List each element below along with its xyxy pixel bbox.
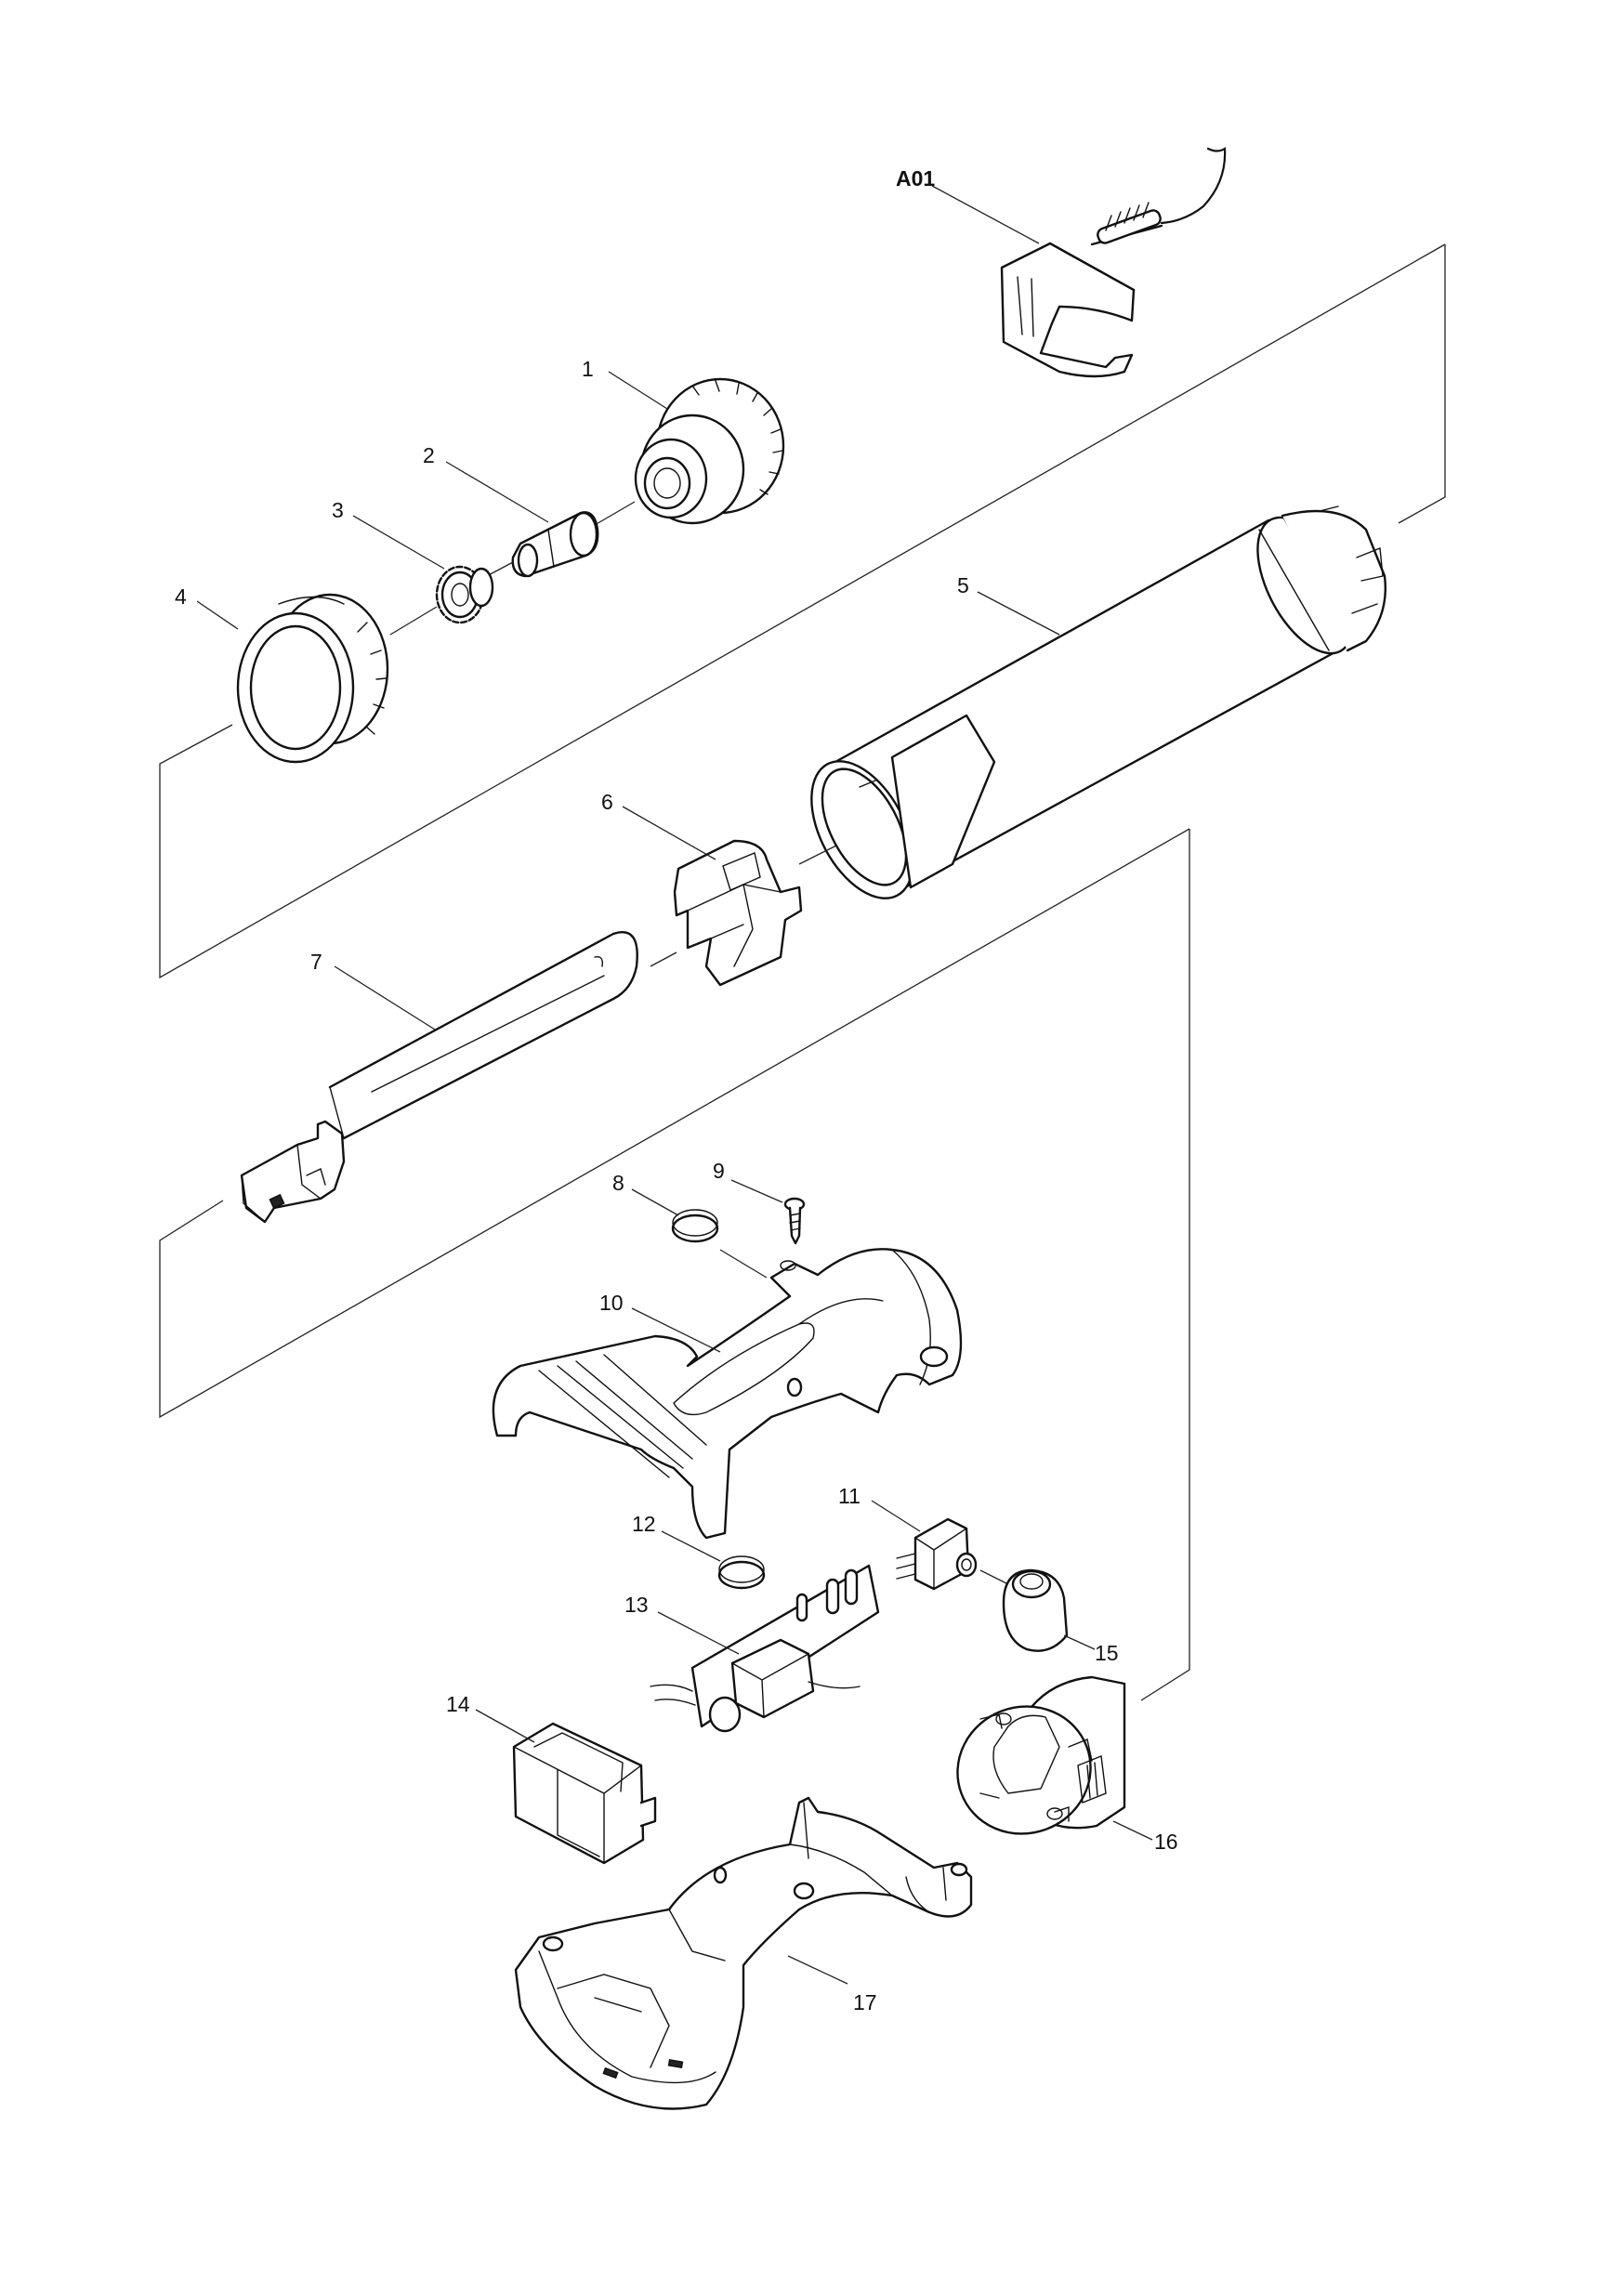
part-13-circuit-board (650, 1564, 880, 1733)
part-9-screw (783, 1197, 806, 1245)
leader-11 (871, 1500, 921, 1532)
callout-11: 11 (838, 1484, 861, 1508)
connector-5-6 (798, 845, 837, 865)
part-1-cap-nut (634, 377, 785, 525)
part-6-piston-block (673, 839, 803, 987)
connector-11-15 (979, 1569, 1009, 1585)
part-12-spring-ring (717, 1555, 766, 1590)
connector-8-10 (719, 1249, 768, 1279)
callout-16: 16 (1154, 1830, 1178, 1854)
connector-6-7 (650, 951, 677, 967)
part-8-spring-ring (671, 1209, 719, 1243)
callout-9: 9 (713, 1159, 725, 1183)
callout-5: 5 (957, 573, 969, 597)
leader-4 (196, 600, 239, 630)
leader-12 (661, 1530, 721, 1562)
callout-12: 12 (632, 1512, 656, 1536)
callout-3: 3 (332, 498, 344, 522)
callout-15: 15 (1095, 1641, 1119, 1665)
leader-6 (622, 806, 716, 860)
group-frame-upper (159, 243, 1446, 979)
part-17-lower-housing (514, 1796, 973, 2110)
leader-2 (445, 461, 549, 523)
leader-13 (657, 1611, 740, 1655)
part-10-handle-housing (492, 1248, 963, 1540)
part-15-button-cap (1002, 1568, 1069, 1652)
callout-13: 13 (624, 1593, 649, 1617)
callout-14: 14 (446, 1692, 470, 1716)
leader-10 (631, 1307, 721, 1353)
leader-17 (787, 1955, 848, 1985)
callout-7: 7 (310, 950, 322, 974)
part-3-gear-washer (435, 565, 494, 624)
leader-9 (730, 1179, 783, 1203)
part-5-barrel (810, 505, 1386, 899)
leader-8 (631, 1188, 679, 1216)
leader-16 (1112, 1820, 1153, 1841)
group-frame-lower (159, 828, 1190, 1701)
part-a01-clip (1000, 147, 1227, 378)
part-7-plunger-rod (240, 931, 638, 1224)
connector-3-4 (389, 606, 438, 636)
part-14-terminal-bracket (512, 1722, 657, 1865)
part-4-threaded-ring (236, 593, 389, 764)
part-16-motor-unit (956, 1675, 1126, 1835)
part-2-fitting (511, 511, 599, 578)
leader-5 (977, 591, 1060, 636)
callout-10: 10 (599, 1291, 624, 1315)
connector-1-2 (594, 501, 636, 526)
leader-1 (608, 371, 668, 410)
leader-15 (1063, 1634, 1096, 1650)
callout-6: 6 (601, 790, 613, 814)
leader-7 (334, 965, 436, 1030)
callout-8: 8 (612, 1171, 624, 1195)
leader-a01 (931, 185, 1040, 244)
callout-2: 2 (423, 443, 435, 467)
callout-4: 4 (175, 584, 187, 609)
part-11-switch (896, 1517, 978, 1591)
leader-3 (352, 515, 445, 570)
callout-a01: A01 (896, 166, 935, 190)
leader-14 (475, 1709, 535, 1743)
callout-17: 17 (853, 1990, 877, 2014)
callout-1: 1 (582, 357, 594, 381)
